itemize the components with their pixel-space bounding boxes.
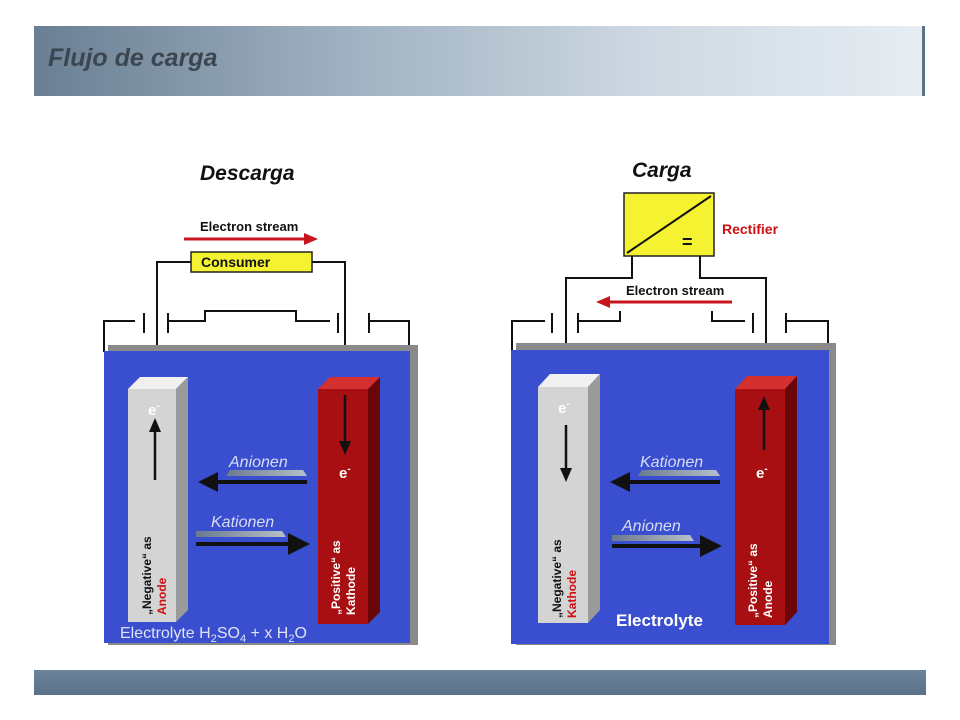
charge-stream-arrow — [596, 296, 732, 308]
discharge-electron-flow-arrows — [149, 395, 351, 480]
page-title: Flujo de carga — [48, 44, 218, 72]
discharge-electron-label-left: e- — [148, 401, 160, 419]
discharge-anionen-label: Anionen — [228, 454, 288, 471]
charge-anionen-arrow — [612, 535, 722, 557]
discharge-anode-label-2: Anode — [155, 577, 169, 615]
charge-anionen-label: Anionen — [621, 518, 681, 535]
charge-wires — [565, 256, 767, 385]
rectifier-label: Rectifier — [722, 221, 779, 237]
rectifier-box: = — [623, 192, 715, 257]
header-bar: Flujo de carga — [34, 26, 925, 96]
consumer-box: Consumer — [190, 251, 313, 273]
discharge-anode-label-1: „Negative“ as — [140, 536, 154, 615]
discharge-stream-label: Electron stream — [200, 219, 298, 234]
charge-right-label-2: Anode — [761, 580, 775, 618]
charge-left-electrode — [538, 374, 600, 623]
charge-kationen-arrow — [610, 470, 720, 492]
charge-stream-label: Electron stream — [626, 283, 724, 298]
charge-left-label-1: „Negative“ as — [550, 539, 564, 618]
charge-terminals — [511, 311, 829, 352]
discharge-kationen-arrow — [196, 531, 310, 555]
charge-left-label-2: Kathode — [565, 570, 579, 618]
discharge-title: Descarga — [200, 162, 295, 185]
consumer-label: Consumer — [201, 254, 271, 270]
discharge-cathode-label-1: „Positive“ as — [329, 540, 343, 615]
discharge-terminals — [103, 310, 410, 352]
discharge-kationen-label: Kationen — [211, 514, 274, 531]
charge-kationen-label: Kationen — [640, 454, 703, 471]
discharge-anionen-arrow — [198, 470, 307, 492]
charge-electron-label-left: e- — [558, 399, 570, 417]
charge-right-electrode — [735, 376, 797, 625]
discharge-cathode-label-2: Kathode — [344, 567, 358, 615]
charge-electrolyte-label: Electrolyte — [616, 611, 703, 630]
charge-title: Carga — [632, 159, 692, 182]
charge-electron-label-right: e- — [756, 464, 768, 482]
rectifier-symbol: = — [682, 232, 693, 252]
charge-electron-flow-arrows — [560, 396, 770, 482]
discharge-cathode — [318, 377, 380, 624]
discharge-electron-label-right: e- — [339, 464, 351, 482]
discharge-electrolyte-label: Electrolyte H2SO4 + x H2O — [120, 625, 307, 645]
discharge-diagram: Descarga Electron stream Consumer — [103, 162, 418, 645]
charge-right-label-1: „Positive“ as — [746, 543, 760, 618]
discharge-stream-arrow — [184, 233, 318, 245]
charge-diagram: Carga = Rectifier Electron stream — [511, 159, 836, 645]
footer-bar — [34, 670, 926, 695]
